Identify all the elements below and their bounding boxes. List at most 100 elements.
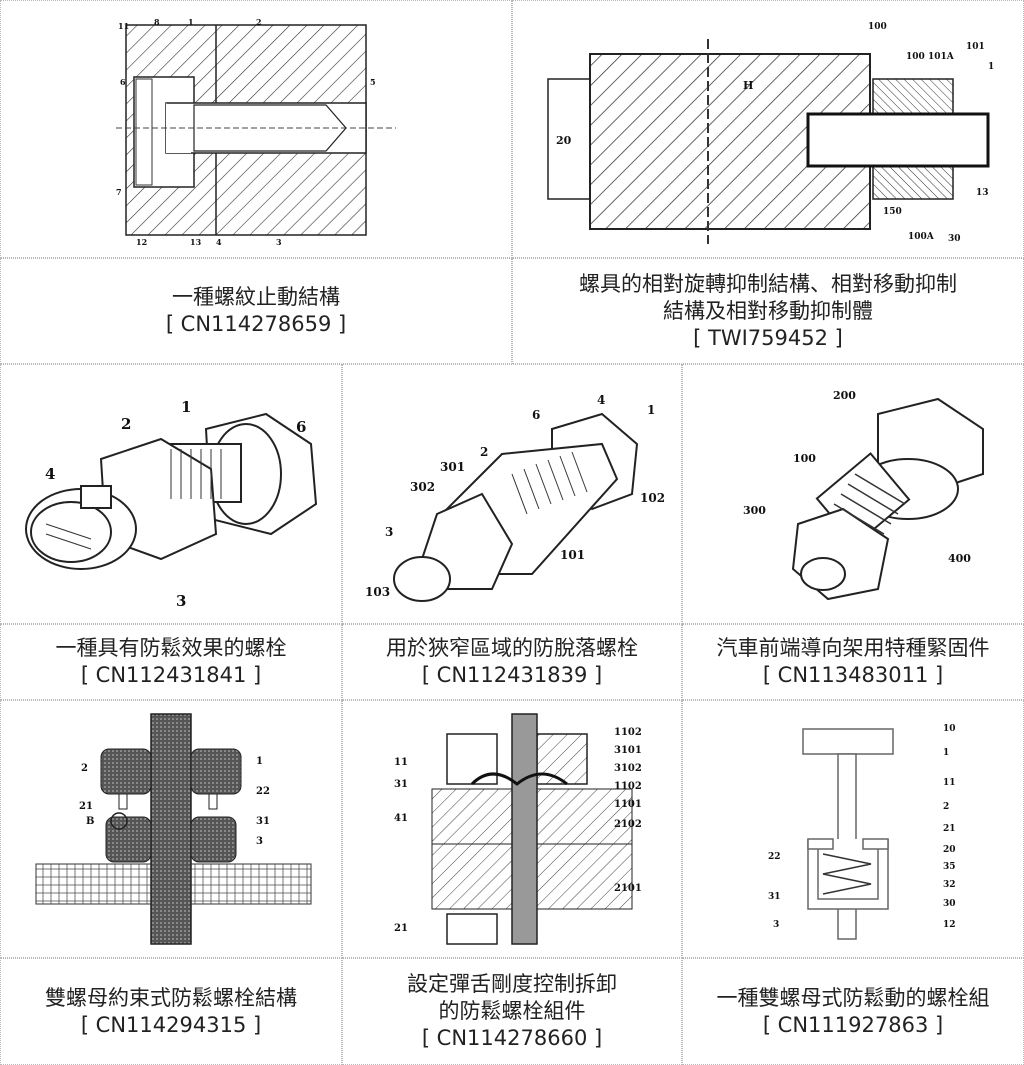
- figure-cn112431841: 16 24 3: [0, 364, 342, 624]
- svg-text:11: 11: [394, 757, 408, 768]
- svg-text:35: 35: [943, 862, 956, 872]
- svg-text:6: 6: [120, 77, 126, 87]
- patent-number[interactable]: [ CN111927863 ]: [763, 1012, 943, 1039]
- svg-text:10: 10: [943, 724, 956, 734]
- svg-text:200: 200: [833, 389, 856, 402]
- patent-number[interactable]: [ CN114278659 ]: [166, 311, 346, 338]
- figure-cn114278659: 118 12 65 712 134 3: [0, 0, 512, 258]
- svg-text:5: 5: [370, 77, 376, 87]
- svg-text:11: 11: [118, 21, 129, 31]
- patent-number[interactable]: [ CN112431841 ]: [81, 662, 261, 689]
- anti-loosening-bolt-drawing: 16 24 3: [11, 374, 331, 614]
- patent-title: 一種具有防鬆效果的螺栓: [56, 635, 287, 662]
- caption-cn111927863: 一種雙螺母式防鬆動的螺栓組 [ CN111927863 ]: [682, 958, 1024, 1065]
- svg-text:3: 3: [276, 237, 282, 247]
- svg-text:2: 2: [943, 802, 949, 812]
- patent-number[interactable]: [ CN114294315 ]: [81, 1012, 261, 1039]
- caption-cn112431839: 用於狹窄區域的防脫落螺栓 [ CN112431839 ]: [342, 624, 682, 700]
- caption-cn114294315: 雙螺母約束式防鬆螺栓結構 [ CN114294315 ]: [0, 958, 342, 1065]
- patent-title-line-2: 結構及相對移動抑制體: [663, 298, 873, 325]
- svg-text:302: 302: [410, 480, 435, 494]
- svg-text:12: 12: [136, 237, 147, 247]
- patent-number[interactable]: [ CN114278660 ]: [422, 1025, 602, 1052]
- svg-text:32: 32: [943, 880, 956, 890]
- svg-text:400: 400: [948, 552, 971, 565]
- svg-text:1: 1: [188, 17, 194, 27]
- svg-text:1: 1: [988, 62, 994, 72]
- svg-text:100: 100: [906, 52, 925, 62]
- svg-text:B: B: [86, 816, 94, 827]
- relative-rotation-suppression-drawing: H 20 100100 101A101 1150 100A30 13: [528, 9, 1008, 249]
- svg-text:30: 30: [943, 899, 956, 909]
- svg-text:13: 13: [190, 237, 202, 247]
- svg-text:103: 103: [365, 585, 390, 599]
- svg-text:6: 6: [296, 418, 306, 436]
- svg-text:102: 102: [640, 491, 665, 505]
- svg-text:100: 100: [868, 22, 887, 32]
- svg-text:21: 21: [79, 801, 93, 812]
- caption-twi759452: 螺具的相對旋轉抑制結構、相對移動抑制 結構及相對移動抑制體 [ TWI75945…: [512, 258, 1024, 364]
- caption-cn112431841: 一種具有防鬆效果的螺栓 [ CN112431841 ]: [0, 624, 342, 700]
- svg-text:H: H: [743, 79, 753, 92]
- svg-text:4: 4: [45, 465, 55, 483]
- svg-text:2: 2: [480, 445, 488, 459]
- patent-title-line-1: 設定彈舌剛度控制拆卸: [407, 971, 617, 998]
- svg-text:3: 3: [385, 525, 393, 539]
- svg-text:1: 1: [943, 748, 949, 758]
- figure-cn113483011: 200100 300400: [682, 364, 1024, 624]
- svg-text:101: 101: [560, 548, 585, 562]
- svg-text:31: 31: [256, 816, 270, 827]
- svg-text:100A: 100A: [908, 232, 935, 242]
- svg-text:21: 21: [943, 824, 956, 834]
- patent-title: 汽車前端導向架用特種緊固件: [717, 635, 990, 662]
- patent-number[interactable]: [ CN112431839 ]: [422, 662, 602, 689]
- svg-text:4: 4: [216, 237, 222, 247]
- svg-text:3: 3: [773, 920, 779, 930]
- double-nut-bolt-set-drawing: 101 112 2120 3532 3012 2231 3: [693, 709, 1013, 949]
- svg-text:2101: 2101: [614, 883, 642, 894]
- patent-title-line-1: 螺具的相對旋轉抑制結構、相對移動抑制: [579, 271, 957, 298]
- svg-text:1: 1: [256, 756, 263, 767]
- special-fastener-drawing: 200100 300400: [693, 374, 1013, 614]
- svg-text:31: 31: [394, 779, 408, 790]
- double-nut-bolt-drawing: 21 2221 B31 3: [11, 709, 331, 949]
- figure-cn114294315: 21 2221 B31 3: [0, 700, 342, 958]
- anti-drop-bolt-narrow-area-drawing: 4 1 6 2 301 302 3 103 101 102: [352, 374, 672, 614]
- svg-text:3101: 3101: [614, 745, 642, 756]
- svg-text:41: 41: [394, 813, 408, 824]
- patent-number[interactable]: [ CN113483011 ]: [763, 662, 943, 689]
- svg-text:301: 301: [440, 460, 465, 474]
- svg-text:22: 22: [256, 786, 270, 797]
- svg-text:4: 4: [597, 393, 605, 407]
- caption-cn113483011: 汽車前端導向架用特種緊固件 [ CN113483011 ]: [682, 624, 1024, 700]
- figure-twi759452: H 20 100100 101A101 1150 100A30 13: [512, 0, 1024, 258]
- svg-text:3: 3: [256, 836, 263, 847]
- figure-cn112431839: 4 1 6 2 301 302 3 103 101 102: [342, 364, 682, 624]
- svg-text:30: 30: [948, 234, 961, 244]
- patent-number[interactable]: [ TWI759452 ]: [693, 325, 843, 352]
- svg-text:6: 6: [532, 408, 540, 422]
- svg-text:13: 13: [976, 188, 989, 198]
- svg-text:11: 11: [943, 778, 956, 788]
- svg-text:3: 3: [176, 592, 186, 610]
- svg-text:1102: 1102: [614, 781, 642, 792]
- svg-text:8: 8: [154, 17, 160, 27]
- spring-tongue-bolt-assembly-drawing: 11023101 31021102 11012102 210111 3141 2…: [352, 709, 672, 949]
- svg-text:22: 22: [768, 852, 781, 862]
- patent-title-line-2: 的防鬆螺栓組件: [439, 998, 586, 1025]
- patent-title: 用於狹窄區域的防脫落螺栓: [386, 635, 638, 662]
- svg-text:1102: 1102: [614, 727, 642, 738]
- thread-stop-structure-drawing: 118 12 65 712 134 3: [106, 5, 406, 253]
- svg-text:31: 31: [768, 892, 781, 902]
- svg-text:1: 1: [647, 403, 655, 417]
- patent-title: 一種雙螺母式防鬆動的螺栓組: [717, 985, 990, 1012]
- caption-cn114278659: 一種螺紋止動結構 [ CN114278659 ]: [0, 258, 512, 364]
- svg-text:1: 1: [181, 398, 191, 416]
- svg-text:2: 2: [81, 763, 88, 774]
- svg-text:3102: 3102: [614, 763, 642, 774]
- svg-text:150: 150: [883, 207, 902, 217]
- svg-text:1101: 1101: [614, 799, 642, 810]
- svg-text:12: 12: [943, 920, 956, 930]
- caption-cn114278660: 設定彈舌剛度控制拆卸 的防鬆螺栓組件 [ CN114278660 ]: [342, 958, 682, 1065]
